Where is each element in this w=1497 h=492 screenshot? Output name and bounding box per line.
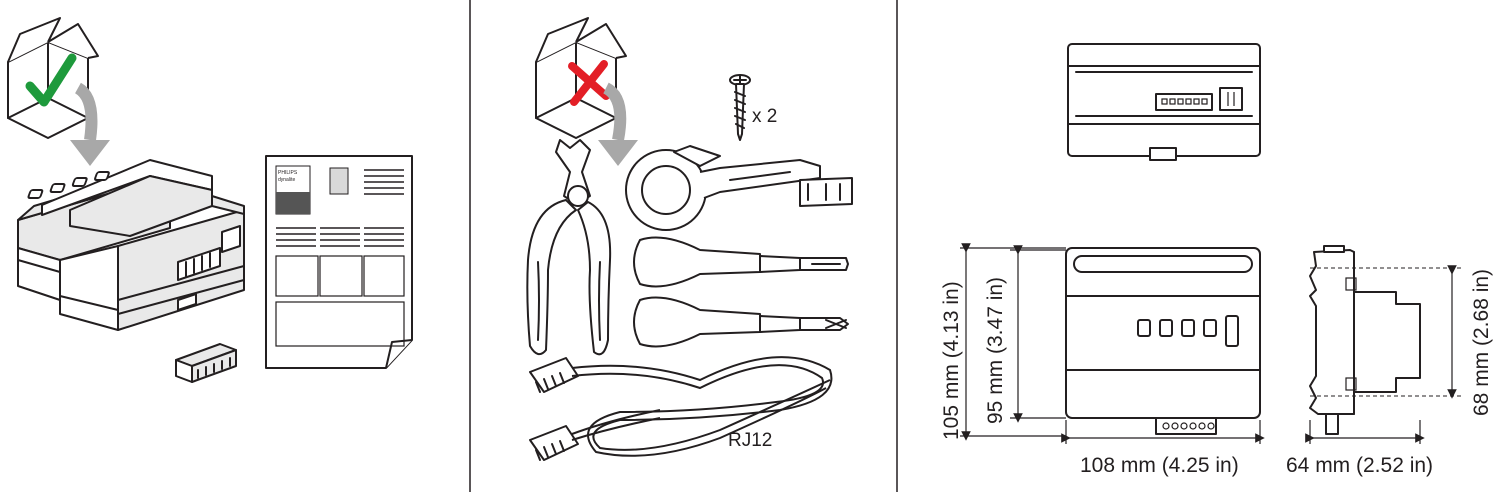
brand-top: PHILIPS <box>278 170 298 176</box>
wire-stripper-icon <box>625 145 853 231</box>
indicator-slots <box>27 171 110 199</box>
height-outer-label: 105 mm (4.13 in) <box>940 281 963 440</box>
indicator-buttons <box>1137 315 1239 347</box>
cable-label: RJ12 <box>728 430 772 451</box>
cross-icon <box>568 60 610 106</box>
width-label: 108 mm (4.25 in) <box>1080 454 1239 477</box>
depth-label: 64 mm (2.52 in) <box>1286 454 1433 477</box>
checkmark-icon <box>25 53 77 107</box>
panel-not-in-box: x 2 <box>526 17 853 461</box>
open-box-icon <box>7 17 99 139</box>
dimension-lines <box>960 243 1462 444</box>
top-view-drawing <box>1067 43 1261 161</box>
panel-in-box: PHILIPS dynalite <box>7 17 413 383</box>
rj12-port <box>221 225 241 253</box>
brand-main: dynalite <box>278 177 295 183</box>
terminal-plug-drawing <box>175 343 237 383</box>
flat-screwdriver-icon <box>633 236 849 288</box>
height-inner-label: 95 mm (3.47 in) <box>984 277 1007 424</box>
down-arrow-icon-2 <box>598 82 638 166</box>
panel-dimensions: 105 mm (4.13 in) 95 mm (3.47 in) 108 mm … <box>940 43 1493 477</box>
screw-icon <box>729 74 751 141</box>
front-view-drawing <box>1065 247 1261 435</box>
side-view-drawing <box>1309 245 1421 435</box>
down-arrow-icon <box>70 82 110 166</box>
screw-quantity: x 2 <box>752 106 777 127</box>
pliers-icon <box>526 139 612 356</box>
instruction-document: PHILIPS dynalite <box>265 155 413 369</box>
phillips-screwdriver-icon <box>633 296 849 348</box>
side-height-label: 68 mm (2.68 in) <box>1470 269 1493 416</box>
din-rail-module-drawing <box>17 159 245 331</box>
rj12-cable-icon <box>529 356 833 461</box>
